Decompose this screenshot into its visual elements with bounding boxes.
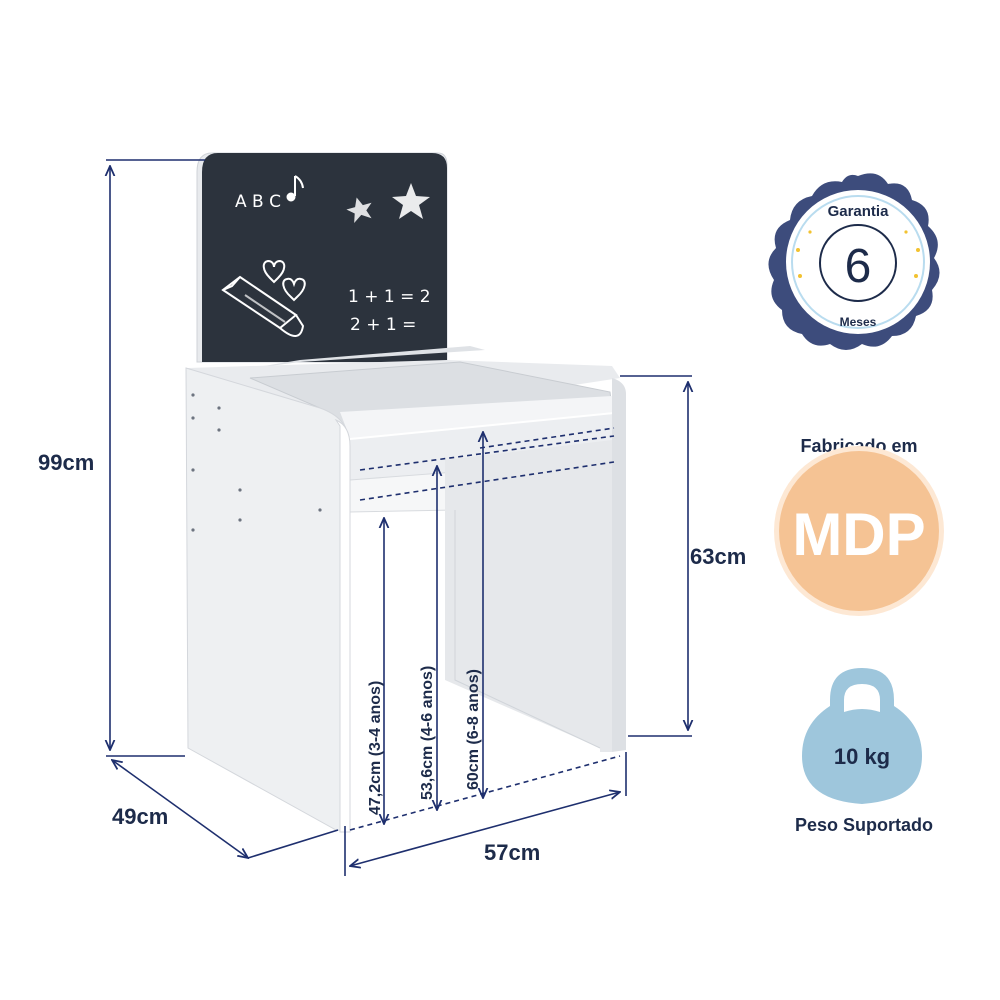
label-height-3-4: 47,2cm (3-4 anos)	[367, 681, 384, 815]
heart-icon	[262, 259, 286, 284]
dimension-lines	[106, 159, 692, 876]
weight-value: 10 kg	[834, 744, 890, 769]
chalk-letters: A B C	[235, 192, 281, 212]
star-icon	[346, 197, 372, 223]
pencil-icon	[221, 275, 305, 337]
weight-badge: 10 kg Peso Suportado	[795, 668, 933, 835]
kettlebell-icon	[802, 668, 922, 804]
label-height-6-8: 60cm (6-8 anos)	[465, 669, 482, 790]
label-desk-height: 63cm	[690, 544, 746, 569]
label-total-height: 99cm	[38, 450, 94, 475]
desk-right-panel	[612, 378, 626, 752]
chalk-math-2: 2 + 1 =	[350, 315, 416, 335]
material-badge: Fabricado em MDP	[774, 436, 944, 616]
star-icon	[392, 183, 430, 219]
warranty-number: 6	[845, 240, 872, 293]
chalkboard	[202, 153, 447, 362]
warranty-title: Garantia	[828, 203, 890, 220]
heart-icon	[282, 277, 306, 302]
music-note-icon	[286, 175, 304, 202]
assembly-holes	[191, 393, 322, 532]
weight-caption: Peso Suportado	[795, 815, 933, 835]
label-depth: 49cm	[112, 804, 168, 829]
desk-left-panel	[185, 367, 349, 831]
warranty-badge: Garantia 6 Meses	[768, 173, 940, 350]
star-icon	[796, 230, 920, 278]
label-width: 57cm	[484, 840, 540, 865]
label-height-4-6: 53,6cm (4-6 anos)	[419, 666, 436, 800]
warranty-unit: Meses	[840, 315, 877, 329]
material-name: MDP	[792, 501, 925, 568]
chalk-math-1: 1 + 1 = 2	[348, 287, 431, 307]
